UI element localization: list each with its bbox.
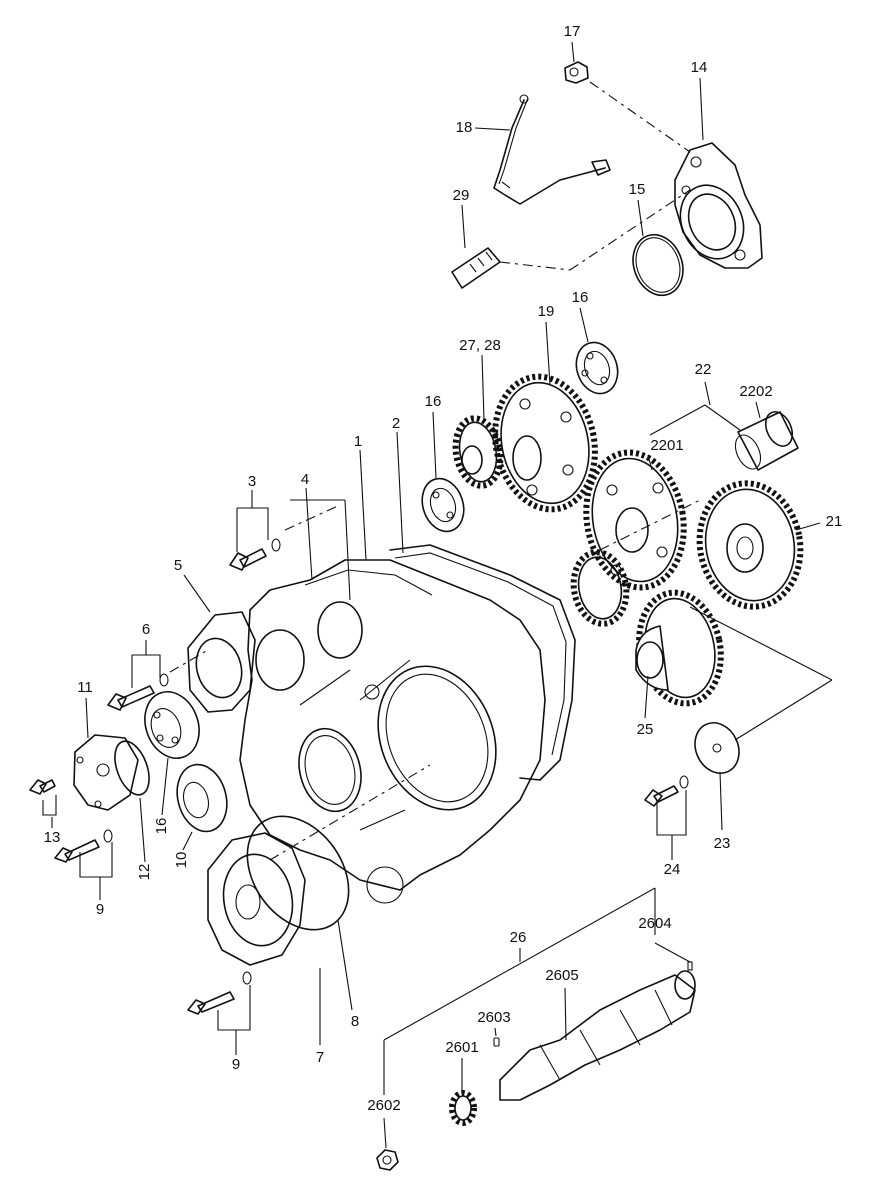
part-21-gear xyxy=(696,480,804,610)
callout-2202: 2202 xyxy=(739,383,772,400)
part-2602-nut xyxy=(376,1149,399,1171)
part-2-gasket xyxy=(389,544,576,781)
part-16-bearing-middle xyxy=(421,477,465,533)
callout-2604: 2604 xyxy=(638,915,671,932)
part-18-oil-pipe xyxy=(493,94,611,205)
callout-3: 3 xyxy=(248,473,256,490)
part-2202-bushing xyxy=(734,411,799,471)
part-4-gasket xyxy=(304,569,433,596)
part-16-bearing-left xyxy=(144,691,200,759)
callout-27-28: 27, 28 xyxy=(459,337,501,354)
part-small-idler-gear xyxy=(570,549,630,627)
part-9-bolt-lower xyxy=(187,971,252,1015)
part-17-fitting xyxy=(564,61,589,84)
callout-18: 18 xyxy=(456,119,473,136)
part-9-bolt-left xyxy=(54,829,113,863)
callout-9-left: 9 xyxy=(96,901,104,918)
part-2603-key xyxy=(493,1037,500,1047)
callout-10: 10 xyxy=(173,852,190,869)
part-2601-crank-gear xyxy=(449,1090,477,1126)
callout-14: 14 xyxy=(691,59,708,76)
callout-2605: 2605 xyxy=(545,967,578,984)
part-2605-crankshaft xyxy=(499,970,696,1101)
callout-24: 24 xyxy=(664,861,681,878)
callout-15: 15 xyxy=(629,181,646,198)
callout-7: 7 xyxy=(316,1049,324,1066)
callout-2601: 2601 xyxy=(445,1039,478,1056)
center-lines xyxy=(169,81,701,861)
part-23-washer xyxy=(694,722,740,774)
callout-4: 4 xyxy=(301,471,309,488)
callout-8: 8 xyxy=(351,1013,359,1030)
callout-12: 12 xyxy=(136,864,153,881)
callout-16-left: 16 xyxy=(153,818,170,835)
part-11-cover xyxy=(73,734,139,811)
part-25-crank-gear xyxy=(635,589,724,707)
callout-11: 11 xyxy=(77,679,93,696)
callout-labels: 1 2 3 4 5 6 7 8 9 9 10 11 12 13 14 15 16… xyxy=(44,23,843,1114)
callout-5: 5 xyxy=(174,557,182,574)
callout-29: 29 xyxy=(453,187,470,204)
callout-13: 13 xyxy=(44,829,61,846)
part-8-gasket xyxy=(246,815,350,931)
callout-9-lower: 9 xyxy=(232,1056,240,1073)
callout-2602: 2602 xyxy=(367,1097,400,1114)
callout-16-upper: 16 xyxy=(572,289,589,306)
part-14-seal-housing xyxy=(674,142,763,269)
part-3-bolt xyxy=(229,538,281,571)
part-10-oil-seal xyxy=(176,763,228,833)
part-7-front-cover xyxy=(207,832,306,966)
callout-19: 19 xyxy=(538,303,555,320)
callout-25: 25 xyxy=(637,721,654,738)
callout-22: 22 xyxy=(695,361,712,378)
callout-2: 2 xyxy=(392,415,400,432)
callout-17: 17 xyxy=(564,23,581,40)
callout-21: 21 xyxy=(826,513,843,530)
part-16-bearing-upper xyxy=(575,341,619,395)
part-19-large-gear xyxy=(492,373,598,513)
part-24-bolt xyxy=(644,775,689,807)
part-29-stud xyxy=(451,247,501,289)
callout-16-middle: 16 xyxy=(425,393,442,410)
callout-6: 6 xyxy=(142,621,150,638)
part-2604-pin xyxy=(687,961,693,971)
part-6-bolt xyxy=(107,673,169,711)
part-13-bolt xyxy=(29,779,56,795)
part-15-o-ring xyxy=(632,233,684,297)
part-5-gasket xyxy=(187,611,256,713)
part-2201-idler-gear xyxy=(583,449,687,591)
leader-lines xyxy=(42,41,833,1149)
callout-2201: 2201 xyxy=(650,437,683,454)
callout-26: 26 xyxy=(510,929,527,946)
part-1-gear-case xyxy=(239,559,546,904)
part-12-gasket xyxy=(114,740,150,796)
callout-1: 1 xyxy=(354,433,362,450)
callout-23: 23 xyxy=(714,835,731,852)
callout-2603: 2603 xyxy=(477,1009,510,1026)
